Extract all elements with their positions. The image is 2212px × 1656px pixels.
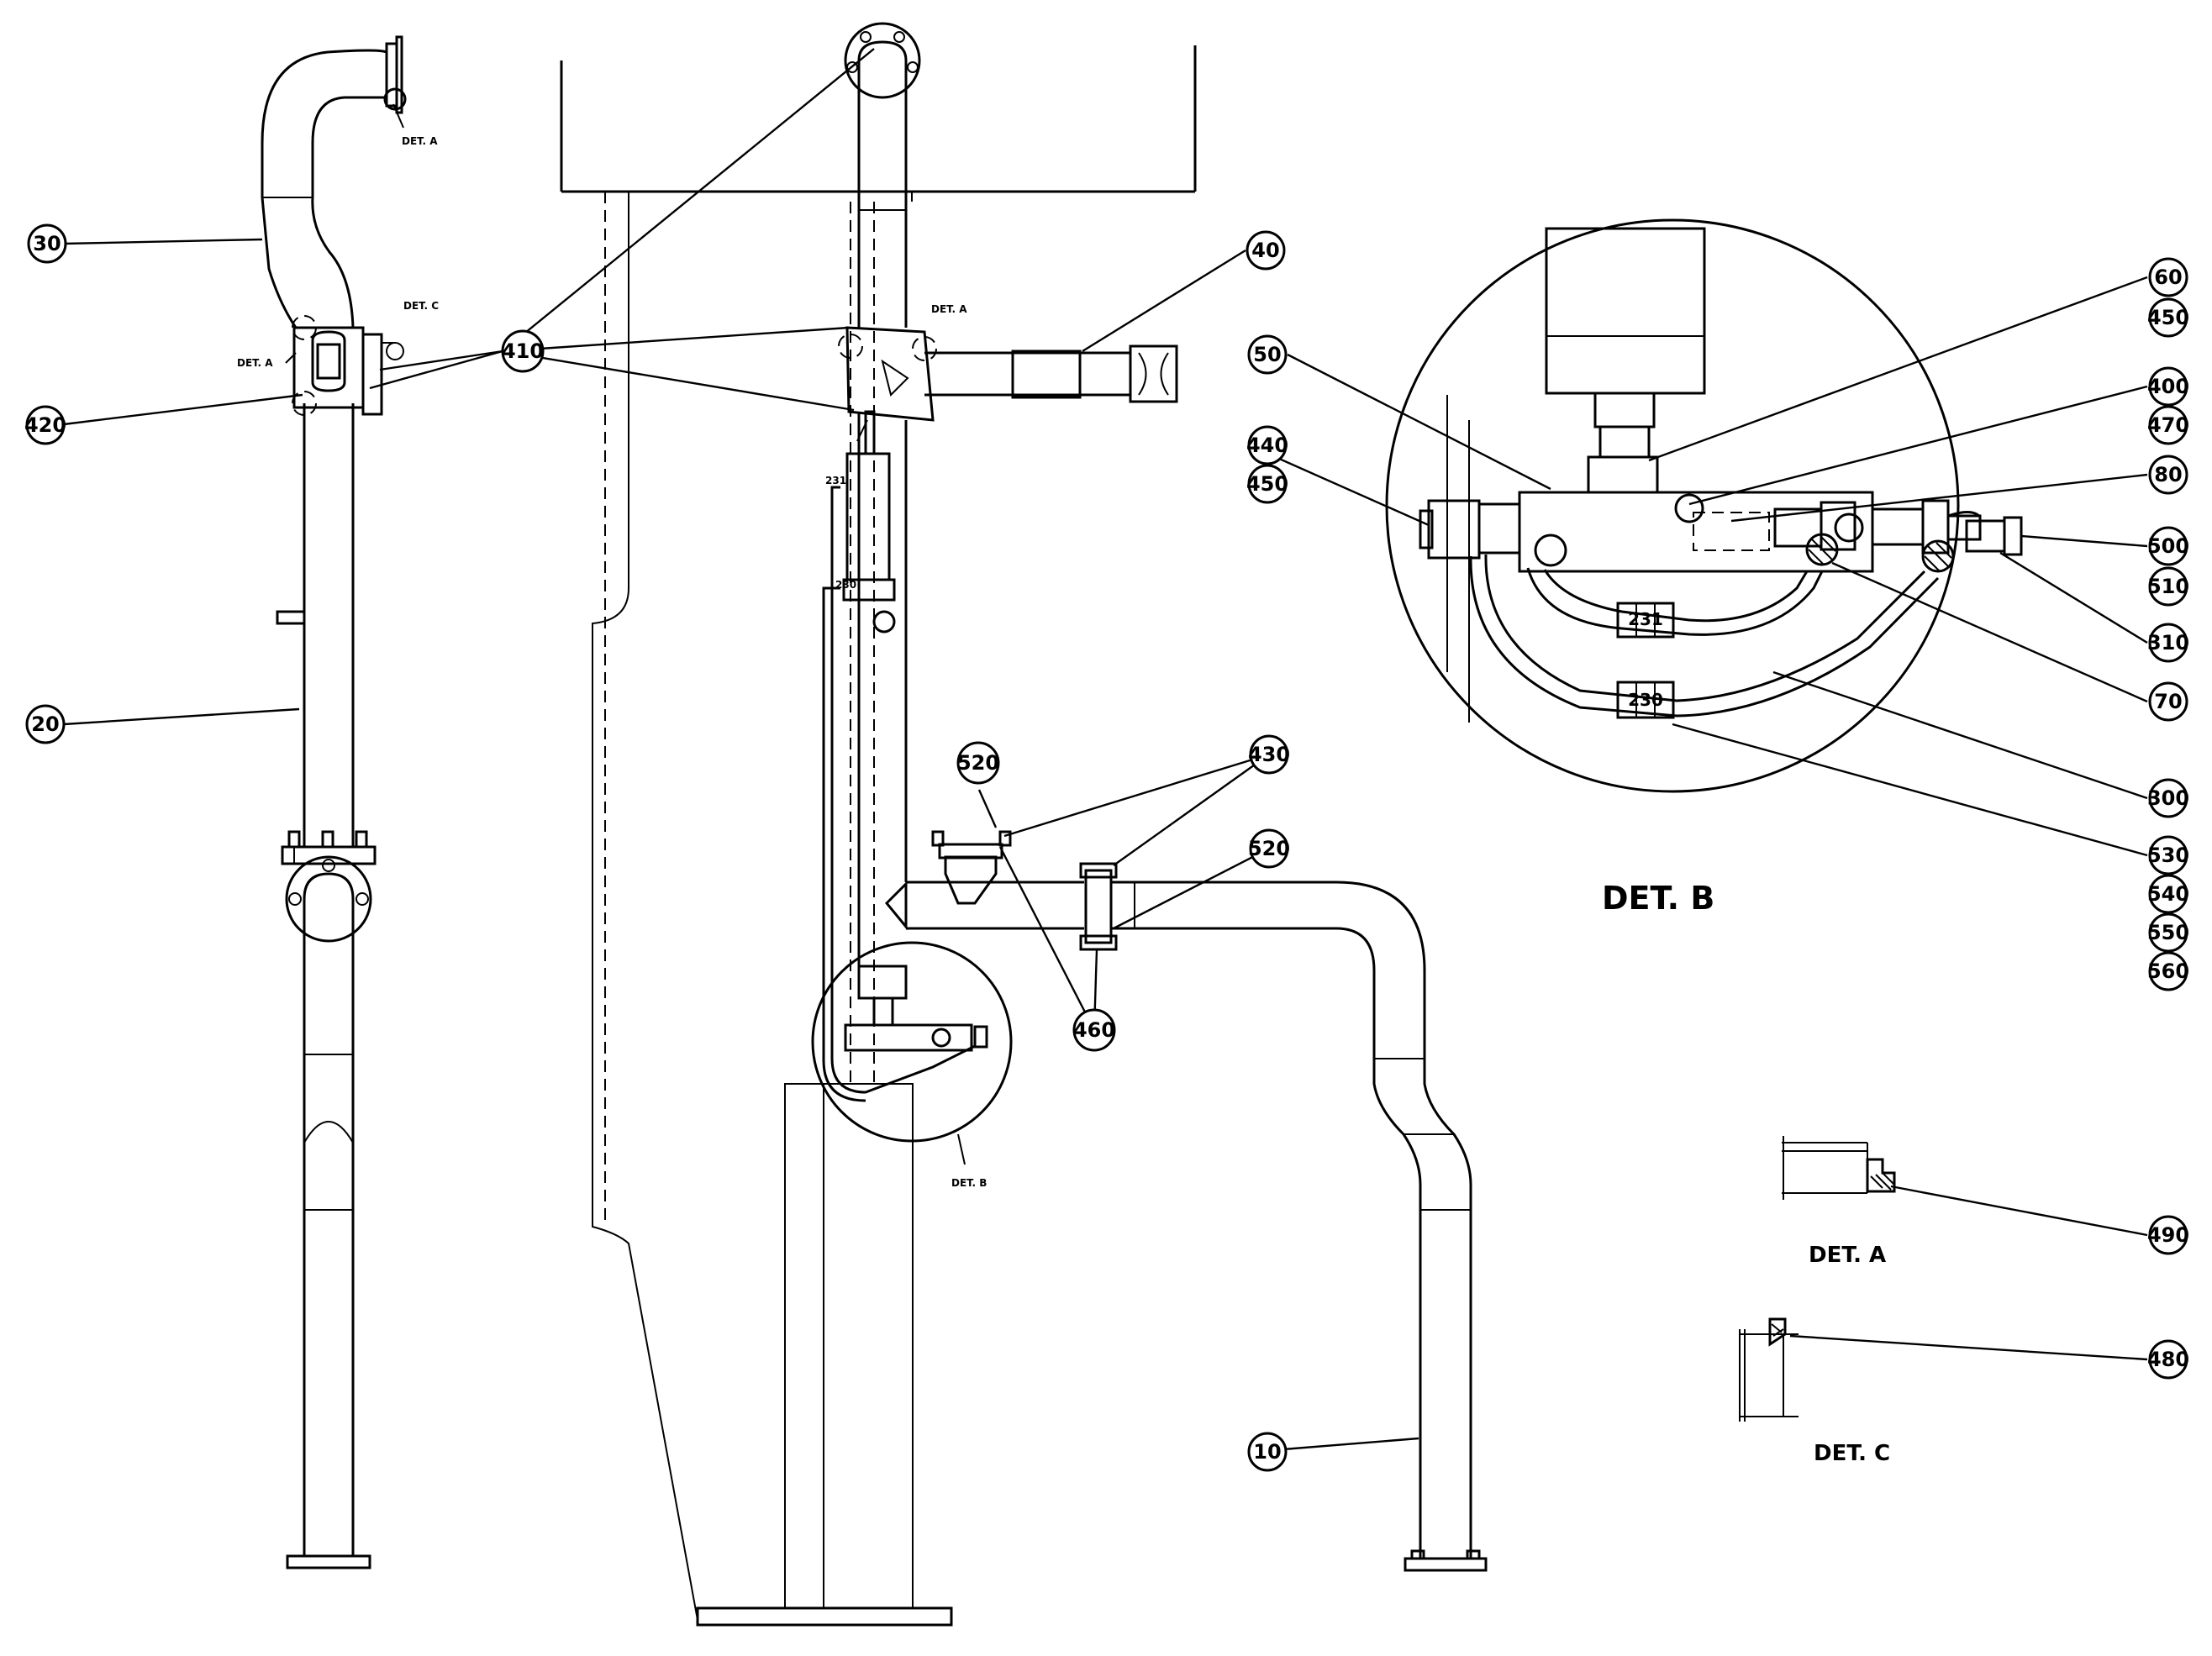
callout-410: 410 [501, 329, 545, 373]
right-pipe-assembly [884, 830, 1488, 1572]
svg-text:430: 430 [1248, 743, 1290, 766]
det-b-reference-center: DET. B [951, 1177, 987, 1189]
svg-text:460: 460 [1073, 1018, 1115, 1042]
det-b-reference-circle: DET. B DET. A [811, 303, 1013, 1189]
detail-b-view: 231 230 [1385, 218, 2023, 793]
svg-text:450: 450 [2147, 306, 2189, 329]
svg-text:520: 520 [957, 751, 999, 775]
svg-text:440: 440 [1246, 434, 1288, 457]
callout-530: 530 [2147, 835, 2189, 875]
svg-text:550: 550 [2147, 921, 2189, 944]
svg-text:450: 450 [1246, 472, 1288, 496]
callout-500: 500 [2147, 526, 2189, 566]
det-b-title: DET. B [1602, 880, 1714, 917]
hose-tag-230-main: 230 [835, 579, 856, 591]
svg-text:540: 540 [2147, 882, 2189, 906]
svg-text:520: 520 [1248, 837, 1290, 860]
svg-text:80: 80 [2154, 463, 2182, 486]
callout-310: 310 [2147, 623, 2189, 663]
det-a-reference-center: DET. A [931, 303, 967, 315]
callout-430: 430 [1248, 734, 1290, 775]
callout-20: 20 [25, 704, 66, 744]
detail-c-view: DET. C [1739, 1317, 1890, 1466]
callout-470: 470 [2147, 405, 2189, 445]
detail-a-view: DET. A [1782, 1136, 1896, 1268]
det-c-title: DET. C [1814, 1441, 1890, 1466]
callout-520-b: 520 [1248, 828, 1290, 869]
svg-text:400: 400 [2147, 375, 2189, 398]
callout-40: 40 [1246, 230, 1286, 271]
callout-550: 550 [2147, 912, 2189, 953]
callout-60: 60 [2148, 257, 2188, 297]
svg-text:70: 70 [2154, 690, 2182, 713]
svg-text:560: 560 [2147, 959, 2189, 983]
callout-30: 30 [27, 223, 67, 264]
svg-text:20: 20 [31, 712, 59, 736]
svg-text:410: 410 [502, 339, 544, 363]
hose-tag-231-main: 231 [825, 475, 846, 486]
callout-510: 510 [2147, 566, 2189, 607]
callout-300: 300 [2147, 778, 2189, 818]
svg-text:470: 470 [2147, 413, 2189, 437]
det-c-reference-left: DET. C [403, 300, 439, 312]
det-a-reference-top: DET. A [402, 135, 438, 147]
callout-520-a: 520 [956, 741, 1000, 785]
callout-450-b: 450 [2147, 297, 2189, 338]
callout-80: 80 [2148, 455, 2188, 495]
callout-450-a: 450 [1246, 464, 1288, 504]
svg-text:420: 420 [24, 413, 66, 437]
callout-490: 490 [2147, 1215, 2189, 1255]
svg-text:40: 40 [1251, 239, 1279, 262]
callout-440: 440 [1246, 425, 1288, 465]
callout-50: 50 [1247, 334, 1288, 375]
hose-tag-230-detail: 230 [1628, 690, 1663, 710]
callout-560: 560 [2147, 951, 2189, 991]
callout-540: 540 [2147, 874, 2189, 914]
center-frame [560, 45, 1197, 1627]
callout-bubbles: 30 420 20 410 40 50 440 450 520 430 520 … [24, 223, 2189, 1472]
callout-460: 460 [1072, 1008, 1116, 1052]
left-pipe-assembly: DET. A DET. C DET. A [237, 35, 439, 1569]
leader-lines [63, 48, 2148, 1454]
svg-text:500: 500 [2147, 534, 2189, 558]
svg-text:310: 310 [2147, 631, 2189, 655]
det-a-title: DET. A [1809, 1243, 1886, 1268]
callout-10: 10 [1247, 1432, 1288, 1472]
hose-tag-231-detail: 231 [1628, 609, 1663, 629]
svg-text:510: 510 [2147, 575, 2189, 598]
callout-480: 480 [2147, 1339, 2189, 1380]
center-pipe-assembly: 231 230 [822, 22, 1178, 1102]
det-a-reference-left: DET. A [237, 357, 273, 369]
svg-text:490: 490 [2147, 1223, 2189, 1247]
callout-400: 400 [2147, 366, 2189, 407]
svg-text:300: 300 [2147, 786, 2189, 810]
svg-text:50: 50 [1253, 343, 1281, 366]
svg-text:530: 530 [2147, 844, 2189, 867]
svg-text:30: 30 [33, 232, 61, 255]
callout-420: 420 [24, 405, 66, 445]
svg-text:480: 480 [2147, 1348, 2189, 1371]
svg-text:60: 60 [2154, 265, 2182, 289]
svg-text:10: 10 [1253, 1440, 1281, 1464]
callout-70: 70 [2148, 681, 2188, 722]
